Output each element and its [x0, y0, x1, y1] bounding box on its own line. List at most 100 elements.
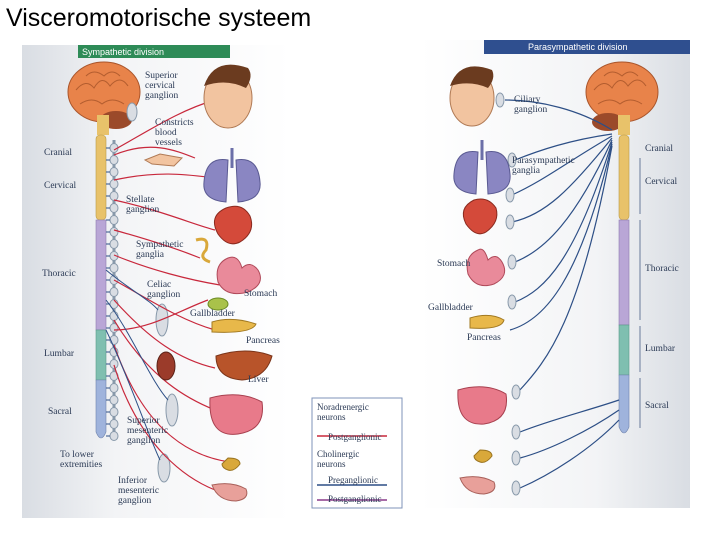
label-pancreas: Pancreas — [246, 336, 280, 346]
chain-ganglion — [109, 263, 119, 273]
sympathetic-organs — [143, 64, 273, 502]
stomach-icon — [216, 256, 261, 295]
pancreas-icon — [211, 318, 257, 333]
label-superior-cervical-1: Superior — [145, 71, 179, 81]
label-pancreas-right: Pancreas — [467, 333, 501, 343]
head-icon — [449, 66, 495, 127]
label-cranial-right: Cranial — [645, 144, 673, 154]
legend-noradrenergic-1: Noradrenergic — [317, 402, 369, 412]
label-parasympathetic-ganglia-1: Parasympathetic — [512, 156, 575, 166]
label-superior-cervical-3: ganglion — [145, 91, 178, 101]
label-celiac-2: ganglion — [147, 290, 180, 300]
head-icon — [203, 64, 253, 129]
parasympathetic-panel: Parasympathetic division — [420, 40, 690, 508]
label-superior-mesenteric-2: mesenteric — [127, 426, 168, 436]
parasympathetic-labels: Ciliary ganglion Parasympathetic ganglia… — [428, 95, 679, 411]
legend-noradrenergic-2: neurons — [317, 412, 346, 422]
lungs-icon — [203, 148, 261, 203]
parasympathetic-header: Parasympathetic division — [528, 42, 628, 52]
label-gallbladder-right: Gallbladder — [428, 303, 474, 313]
label-thoracic-right: Thoracic — [645, 264, 679, 274]
legend-box — [311, 397, 403, 509]
chain-ganglion — [109, 407, 119, 417]
legend-cholinergic-2: neurons — [317, 459, 346, 469]
legend-postganglionic-2: Postganglionic — [328, 494, 382, 504]
label-cervical: Cervical — [44, 181, 77, 191]
slide-title: Visceromotorische systeem — [6, 4, 312, 32]
chain-ganglion — [109, 419, 119, 429]
sympathetic-ganglia-icon — [195, 237, 211, 264]
chain-ganglion — [109, 215, 119, 225]
label-inferior-mesenteric-2: mesenteric — [118, 486, 159, 496]
chain-ganglion — [109, 203, 119, 213]
parasympathetic-brain — [585, 61, 659, 135]
superior-cervical-ganglion — [126, 102, 138, 122]
superior-mesenteric-ganglion — [165, 393, 179, 427]
legend-postganglionic-1: Postganglionic — [328, 432, 382, 442]
label-lower-extremities-2: extremities — [60, 460, 103, 470]
label-superior-mesenteric-3: ganglion — [127, 436, 160, 446]
label-ciliary-1: Ciliary — [514, 95, 541, 105]
intestine-icon — [209, 394, 263, 435]
cord-thoracic — [95, 219, 107, 331]
pancreas-icon — [469, 314, 505, 329]
kidney-icon — [156, 351, 176, 381]
bladder-icon — [473, 449, 493, 463]
sympathetic-preganglionic — [105, 269, 169, 461]
sympathetic-panel: Sympathetic division — [22, 45, 290, 518]
chain-ganglion — [109, 239, 119, 249]
label-sympathetic-ganglia-2: ganglia — [136, 250, 165, 260]
cord-cervical — [95, 134, 107, 221]
chain-ganglion — [109, 287, 119, 297]
label-sympathetic-ganglia-1: Sympathetic — [136, 240, 184, 250]
label-liver: Liver — [248, 375, 269, 385]
label-ciliary-2: ganglion — [514, 105, 547, 115]
label-stomach-right: Stomach — [437, 259, 470, 269]
label-inferior-mesenteric-3: ganglion — [118, 496, 151, 506]
stomach-icon — [466, 248, 506, 287]
sympathetic-brain — [67, 61, 141, 135]
label-lumbar-right: Lumbar — [645, 344, 676, 354]
label-sacral-right: Sacral — [645, 401, 669, 411]
sympathetic-header: Sympathetic division — [82, 47, 164, 57]
label-gallbladder: Gallbladder — [190, 309, 236, 319]
label-lumbar: Lumbar — [44, 349, 75, 359]
label-constricts-1: Constricts — [155, 118, 194, 128]
legend-cholinergic-1: Cholinergic — [317, 449, 359, 459]
sympathetic-spinal-cord — [95, 134, 107, 439]
label-sacral: Sacral — [48, 407, 72, 417]
blood-vessel-hand-icon — [143, 153, 184, 167]
label-lower-extremities-1: To lower — [60, 450, 95, 460]
label-constricts-2: blood — [155, 128, 177, 138]
chain-ganglion — [109, 227, 119, 237]
chain-ganglion — [109, 191, 119, 201]
label-cranial: Cranial — [44, 148, 72, 158]
cord-sacral — [95, 379, 107, 439]
label-cervical-right: Cervical — [645, 177, 678, 187]
heart-icon — [213, 205, 253, 245]
parasympathetic-spinal-cord — [618, 134, 630, 434]
label-thoracic: Thoracic — [42, 269, 76, 279]
label-celiac-1: Celiac — [147, 280, 171, 290]
liver-icon — [215, 350, 273, 381]
bladder-icon — [221, 457, 241, 471]
sympathetic-nerves — [113, 99, 231, 491]
label-constricts-3: vessels — [155, 138, 182, 148]
heart-icon — [462, 198, 498, 235]
legend-preganglionic: Preganglionic — [328, 475, 378, 485]
intestine-icon — [457, 386, 508, 425]
label-parasympathetic-ganglia-2: ganglia — [512, 166, 541, 176]
legend: Noradrenergic neurons Postganglionic Cho… — [311, 397, 403, 509]
chain-ganglion — [109, 155, 119, 165]
reproductive-organ-icon — [459, 476, 496, 495]
gallbladder-icon — [207, 297, 229, 311]
label-superior-cervical-2: cervical — [145, 81, 175, 91]
chain-ganglion — [109, 359, 119, 369]
lungs-icon — [453, 140, 511, 195]
label-inferior-mesenteric-1: Inferior — [118, 475, 148, 486]
label-superior-mesenteric-1: Superior — [127, 416, 161, 426]
parasympathetic-organs — [449, 66, 511, 495]
chain-ganglia — [106, 143, 119, 441]
label-stellate-2: ganglion — [126, 205, 159, 215]
chain-ganglion — [109, 383, 119, 393]
